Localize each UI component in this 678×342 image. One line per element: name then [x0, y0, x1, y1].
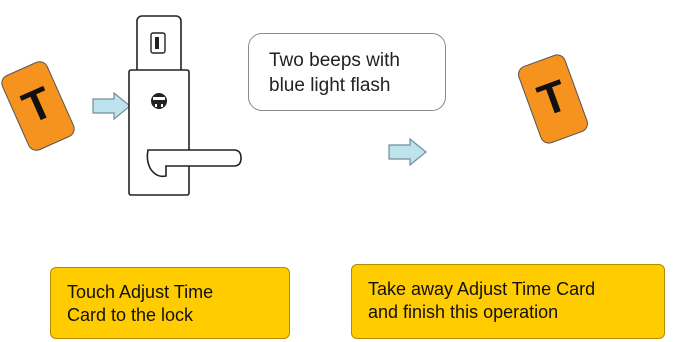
adjust-time-card-right: T	[515, 51, 591, 147]
caption-left-line-1: Touch Adjust Time	[67, 282, 214, 302]
speech-line-1: Two beeps with	[269, 50, 400, 71]
card-letter-right: T	[531, 70, 574, 127]
card-letter-left: T	[15, 77, 61, 134]
speech-bubble: Two beeps with blue light flash	[248, 33, 446, 111]
caption-right-line-1: Take away Adjust Time Card	[368, 279, 596, 299]
caption-take-away-card: Take away Adjust Time Card and finish th…	[351, 264, 665, 339]
door-lock-icon	[128, 15, 242, 196]
caption-left-line-2: Card to the lock	[67, 305, 194, 325]
caption-right-line-2: and finish this operation	[368, 302, 559, 322]
caption-touch-card: Touch Adjust Time Card to the lock	[50, 267, 290, 339]
arrow-right-icon	[388, 138, 427, 166]
adjust-time-card-left: T	[0, 58, 78, 154]
speech-line-2: blue light flash	[269, 75, 391, 96]
arrow-right-icon	[92, 92, 131, 120]
